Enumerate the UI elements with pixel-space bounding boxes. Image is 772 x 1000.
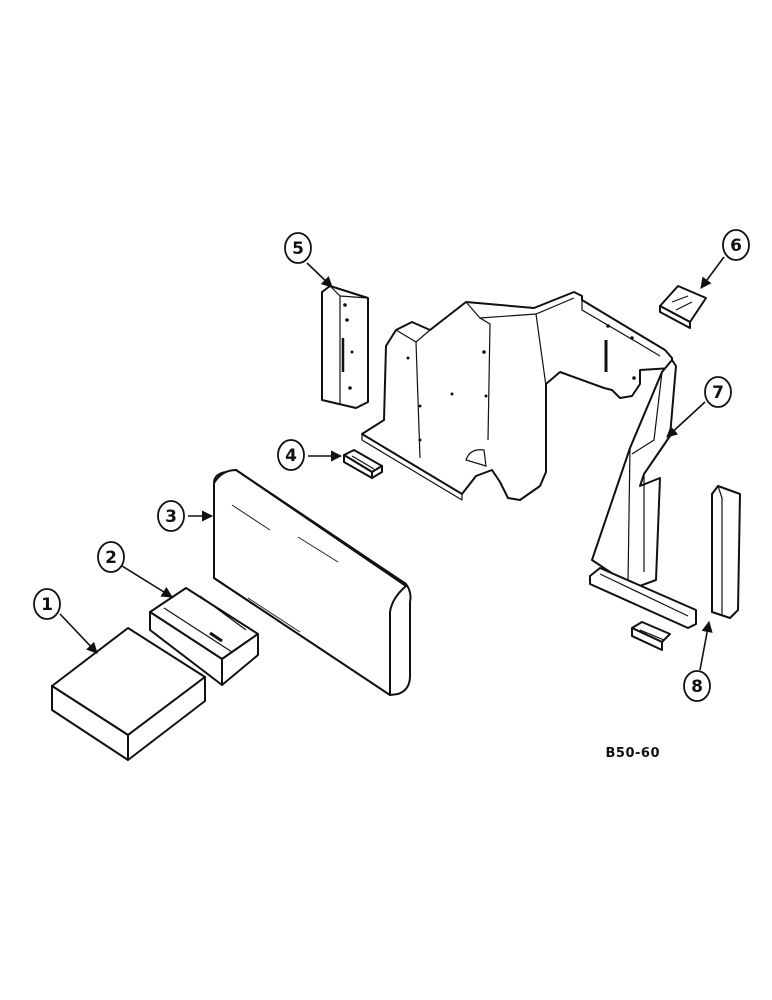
part-5-angle-bracket [321, 285, 369, 409]
callout-2: 2 [97, 541, 125, 573]
callout-1: 1 [33, 588, 61, 620]
drawing-code: B50-60 [606, 746, 661, 761]
callout-8-number: 8 [691, 677, 703, 697]
part-3-panel [213, 469, 412, 696]
callout-8: 8 [683, 670, 711, 702]
callout-1-number: 1 [41, 595, 53, 615]
callout-6-number: 6 [730, 236, 742, 256]
callout-3: 3 [157, 500, 185, 532]
main-shroud-bracket [361, 291, 673, 501]
part-6-plate [659, 285, 707, 329]
callout-5-number: 5 [292, 239, 304, 259]
callout-5: 5 [284, 232, 312, 264]
callout-3-number: 3 [165, 507, 177, 527]
part-7-side-panel [589, 359, 697, 629]
part-2-grooved-pad [149, 587, 259, 686]
callout-6: 6 [722, 229, 750, 261]
callout-7-number: 7 [712, 383, 724, 403]
leader-lines [59, 256, 725, 671]
part-1-pad [51, 627, 206, 761]
callout-4-number: 4 [285, 446, 297, 466]
callout-7: 7 [704, 376, 732, 408]
callout-2-number: 2 [105, 548, 117, 568]
part-8-narrow-bracket [631, 485, 741, 651]
part-4-clip [343, 449, 383, 479]
callout-4: 4 [277, 439, 305, 471]
